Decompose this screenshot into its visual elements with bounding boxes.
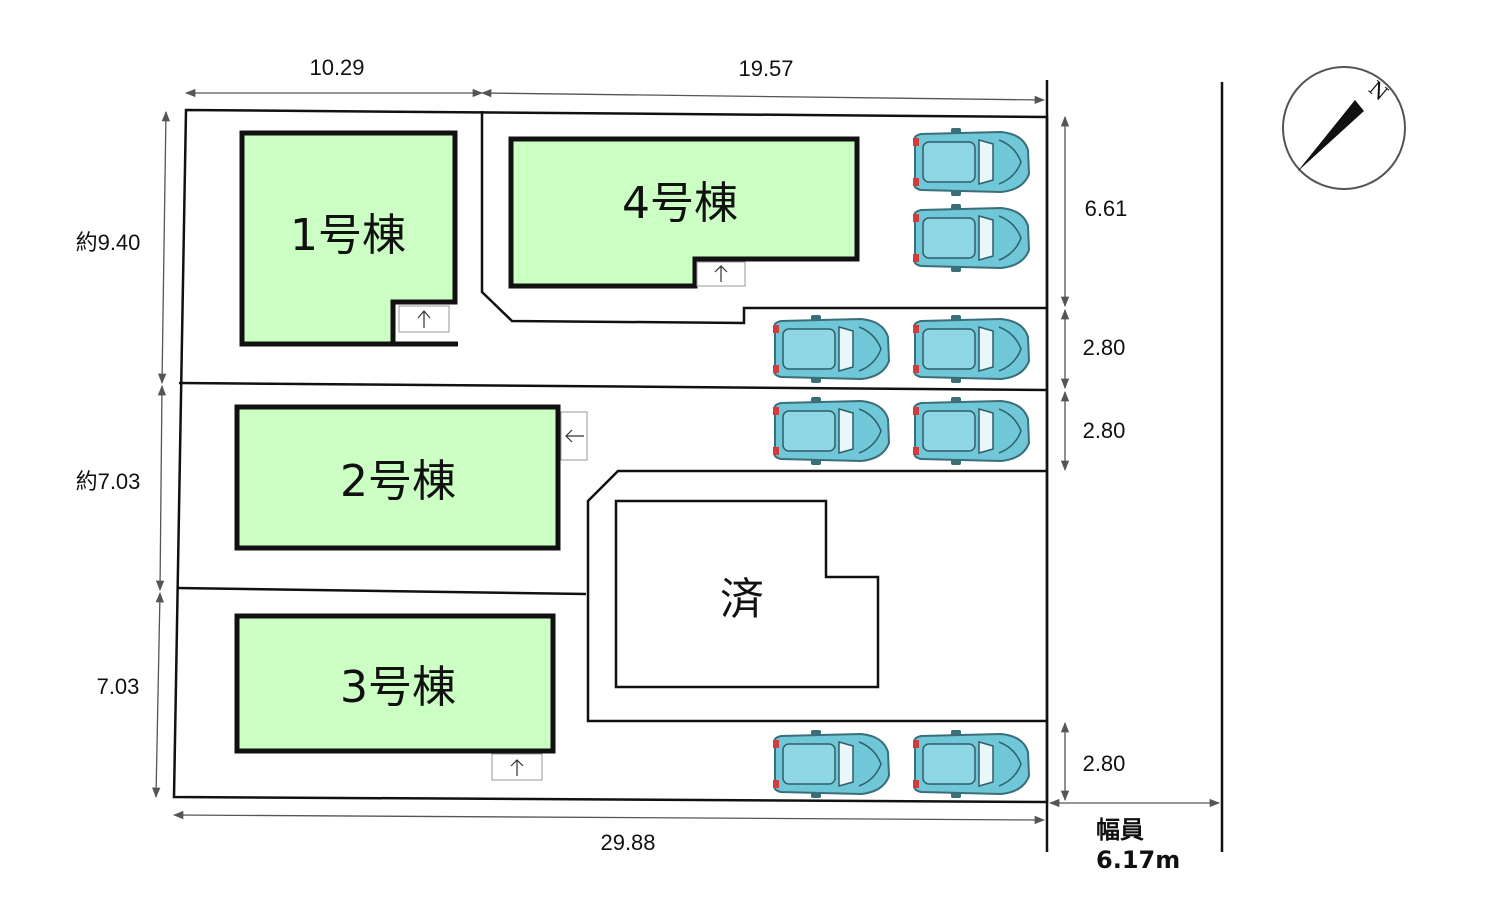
car-icon: [912, 396, 1030, 466]
car-icon: [772, 396, 890, 466]
compass-icon: N: [1282, 66, 1406, 190]
sold-building: 済: [614, 499, 880, 689]
dim-right-1: 6.61: [1085, 196, 1128, 221]
entrance-2: [560, 411, 588, 461]
lot-divider-2-3: [176, 586, 587, 596]
dim-left-1: 約9.40: [76, 230, 141, 255]
car-icon: [772, 314, 890, 384]
dim-right-2: 2.80: [1083, 335, 1126, 360]
car-icon: [912, 314, 1030, 384]
dim-right-3: 2.80: [1083, 418, 1126, 443]
car-icon: [772, 729, 890, 799]
sold-lot-boundary: [586, 469, 1047, 723]
car-icon: [912, 729, 1030, 799]
dim-top-left: 10.29: [309, 55, 364, 80]
lot-divider-1-2: [178, 381, 1048, 392]
building-4: 4号棟: [508, 136, 860, 289]
dim-right-4: 2.80: [1083, 751, 1126, 776]
dim-left-3: 7.03: [97, 674, 140, 699]
building-2-label: 2号棟: [340, 456, 456, 507]
road: 幅員 6.17m: [1045, 80, 1224, 874]
dim-bottom: 29.88: [600, 830, 655, 855]
building-3-label: 3号棟: [340, 662, 456, 713]
dim-top-right: 19.57: [738, 56, 793, 81]
lot-divider-1-4: [480, 111, 1047, 325]
building-1-label: 1号棟: [290, 210, 406, 261]
car-icon: [912, 203, 1030, 273]
entrance-4: [696, 261, 746, 287]
sold-label: 済: [720, 574, 764, 625]
entrance-1: [398, 305, 450, 333]
building-4-label: 4号棟: [622, 178, 738, 229]
road-width-value: 6.17m: [1096, 846, 1180, 874]
building-2: 2号棟: [234, 404, 561, 551]
dim-left-2: 約7.03: [76, 469, 141, 494]
building-3: 3号棟: [234, 613, 556, 754]
car-icon: [912, 127, 1030, 197]
entrance-3: [491, 753, 543, 781]
road-width-label: 幅員: [1096, 816, 1144, 844]
building-1: 1号棟: [239, 130, 458, 347]
dimension-lines: [152, 88, 1070, 825]
